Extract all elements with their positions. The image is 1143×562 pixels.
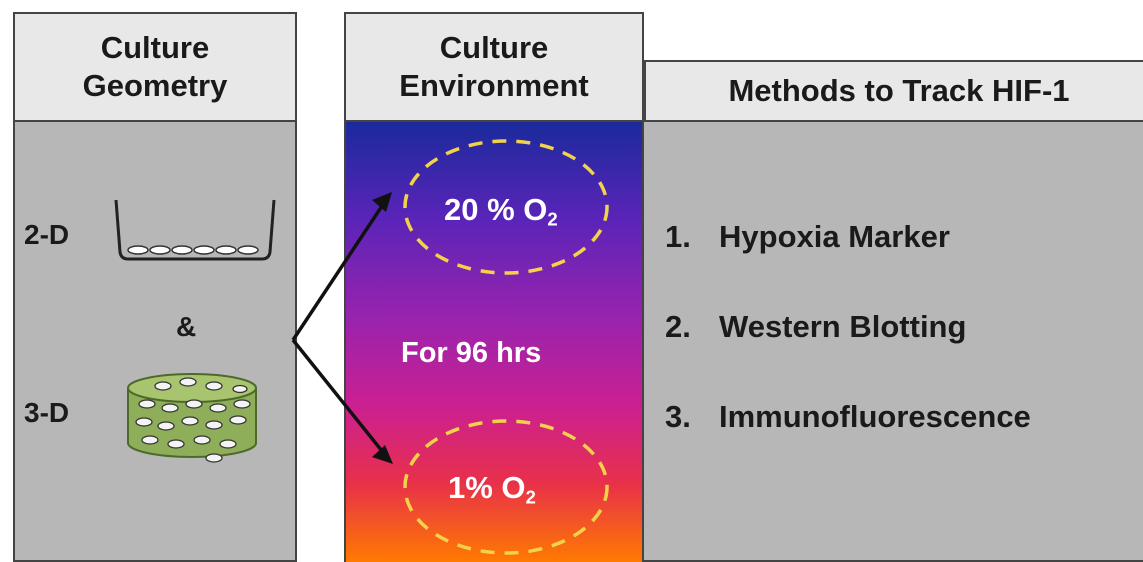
high-o2-label: 20 % O2 (444, 192, 558, 231)
method-number: 1. (665, 219, 691, 254)
high-o2-subscript: 2 (547, 208, 558, 230)
low-o2-ellipse (403, 419, 609, 555)
environment-gradient-panel (344, 122, 644, 562)
environment-title-line1: Culture (439, 30, 549, 65)
low-o2-subscript: 2 (525, 486, 536, 508)
method-number: 2. (665, 309, 691, 344)
method-item-western-blotting: 2. Western Blotting (665, 309, 966, 345)
method-item-hypoxia-marker: 1. Hypoxia Marker (665, 219, 950, 255)
method-item-immunofluorescence: 3. Immunofluorescence (665, 399, 1031, 435)
geometry-title-line1: Culture (100, 30, 210, 65)
high-o2-ellipse (403, 139, 609, 275)
geometry-header: Culture Geometry (13, 12, 297, 122)
label-2d: 2-D (24, 219, 70, 250)
label-3d: 3-D (24, 397, 70, 428)
ampersand: & (176, 311, 197, 342)
method-label: Western Blotting (719, 309, 967, 344)
environment-title-line2: Environment (399, 68, 589, 103)
arrowhead-up-icon (372, 192, 392, 212)
arrowhead-down-icon (372, 445, 393, 464)
scaffold-cylinder-icon (127, 373, 257, 463)
methods-panel (644, 122, 1143, 562)
high-o2-value: 20 % O (444, 192, 548, 227)
low-o2-value: 1% O (448, 470, 526, 505)
culture-dish-icon (114, 199, 276, 261)
method-label: Hypoxia Marker (719, 219, 950, 254)
methods-header: Methods to Track HIF-1 (644, 60, 1143, 122)
methods-title: Methods to Track HIF-1 (728, 73, 1070, 108)
method-label: Immunofluorescence (719, 399, 1031, 434)
method-number: 3. (665, 399, 691, 434)
environment-header: Culture Environment (344, 12, 644, 122)
branch-arrows (291, 199, 388, 458)
duration-label: For 96 hrs (401, 337, 542, 369)
geometry-title-line2: Geometry (82, 68, 228, 103)
low-o2-label: 1% O2 (448, 470, 536, 509)
